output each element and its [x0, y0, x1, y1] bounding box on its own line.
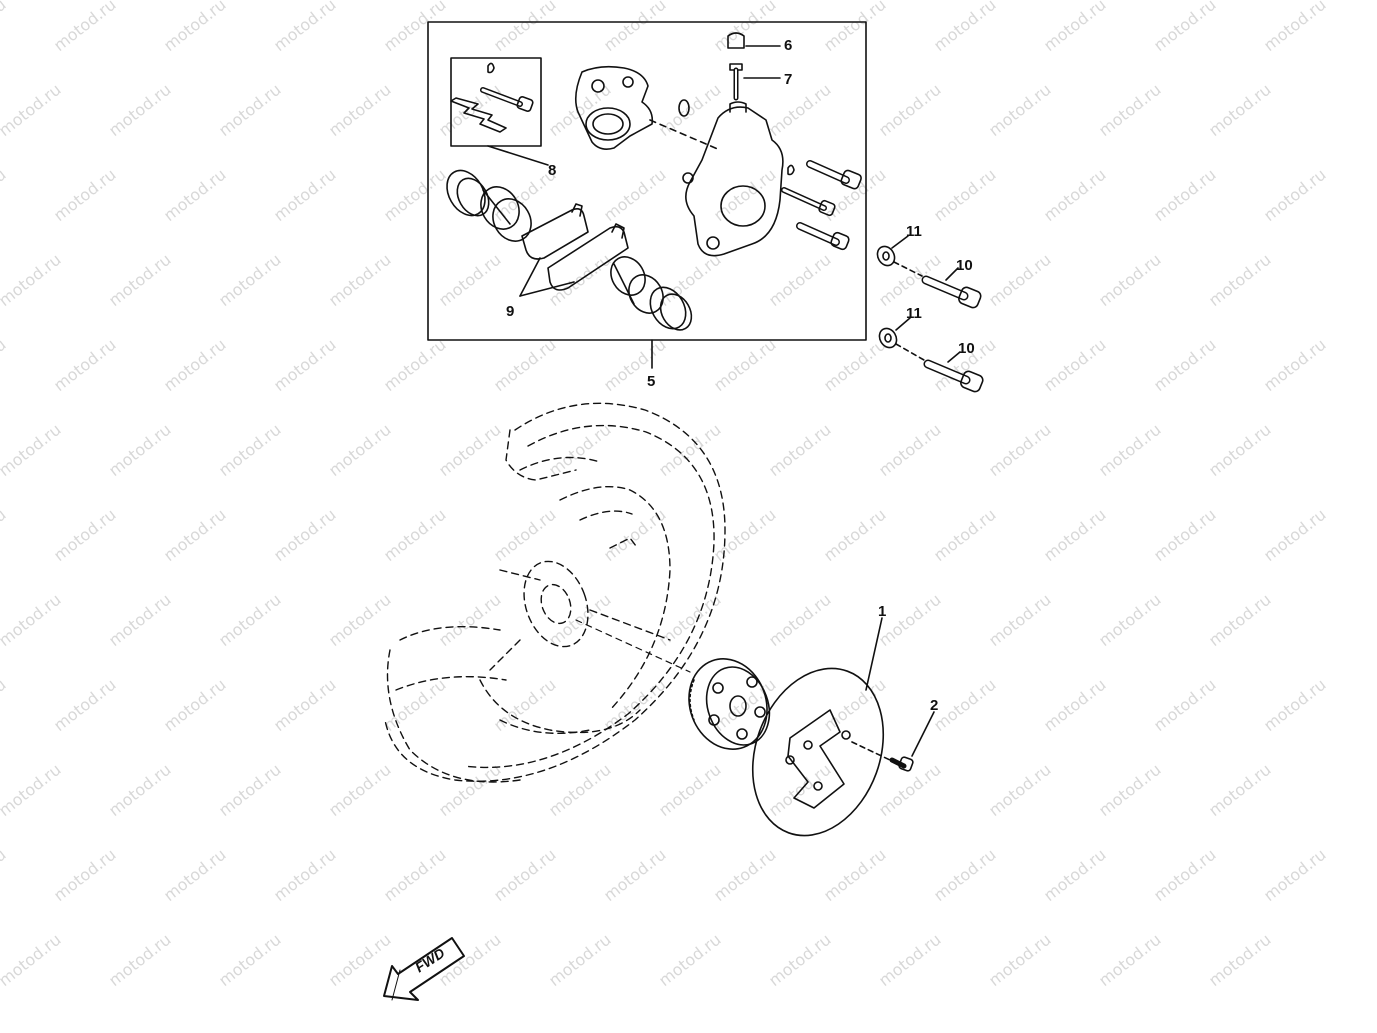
callout-11-upper: 11 — [906, 223, 922, 240]
callout-11-lower: 11 — [906, 305, 922, 322]
leader-9b — [519, 281, 575, 297]
piston-seal-right-b — [659, 293, 693, 331]
piston-left — [480, 186, 532, 242]
leader-2 — [911, 711, 935, 757]
leader-10a — [945, 267, 959, 281]
callout-9: 9 — [506, 303, 515, 320]
slide-pin-bolt — [480, 87, 534, 112]
callout-2: 2 — [930, 697, 939, 714]
slide-pin-boot — [450, 97, 507, 133]
leader-10b — [947, 351, 961, 363]
piston-seal-right-a — [649, 286, 687, 330]
caliper-left-half — [574, 65, 654, 150]
leader-9a — [519, 257, 541, 297]
disc-bolt — [889, 756, 914, 772]
wheel-phantom — [384, 402, 726, 783]
hub-damper — [688, 658, 771, 750]
callout-10-upper: 10 — [956, 257, 973, 274]
washer-upper — [876, 245, 896, 267]
callout-7: 7 — [784, 71, 793, 88]
caliper-bolt-upper — [806, 160, 862, 190]
brake-disc — [751, 667, 885, 837]
caliper-bracket — [682, 101, 784, 257]
caliper-bolt-lower — [796, 222, 850, 251]
caliper-bolt-middle — [781, 187, 836, 217]
slide-pin-kit-box — [450, 57, 542, 147]
callout-8: 8 — [548, 162, 557, 179]
piston-right — [610, 256, 664, 314]
dash-left-bracket — [649, 119, 721, 151]
callout-1: 1 — [878, 603, 887, 620]
leader-11a — [891, 235, 909, 249]
leader-11b — [895, 317, 911, 331]
small-oring-right — [787, 164, 795, 176]
dash-axle — [575, 619, 691, 673]
dash-disc-bolt — [851, 741, 891, 761]
mounting-bolt-lower — [923, 359, 984, 393]
oring-small — [678, 99, 690, 117]
bleed-cap — [727, 32, 745, 49]
fwd-arrow-badge — [383, 937, 465, 1001]
caliper-assembly-frame — [427, 21, 867, 341]
dash-washer-upper — [893, 261, 923, 277]
leader-1 — [865, 617, 883, 691]
dash-washer-lower — [895, 343, 925, 361]
small-oring-top — [487, 62, 495, 74]
washer-lower — [878, 327, 898, 349]
bleed-screw — [729, 63, 743, 101]
callout-6: 6 — [784, 37, 793, 54]
callout-5: 5 — [647, 373, 656, 390]
mounting-bolt-upper — [921, 275, 982, 309]
leader-8 — [487, 145, 549, 166]
callout-10-lower: 10 — [958, 340, 975, 357]
